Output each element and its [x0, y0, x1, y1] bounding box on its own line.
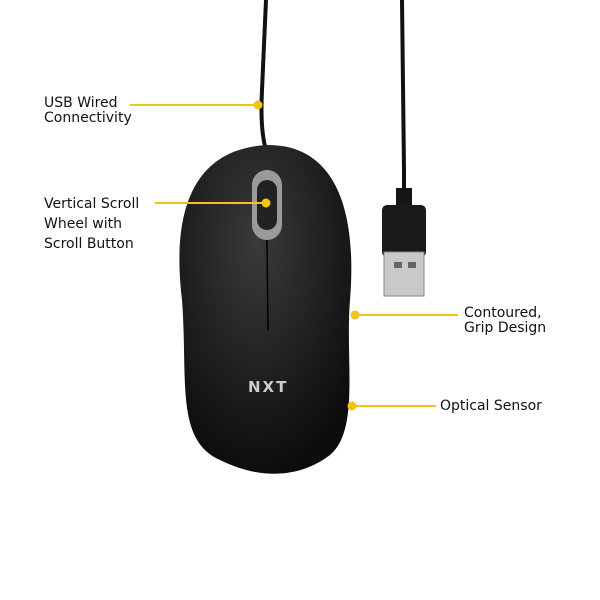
callout-text: Grip Design	[464, 320, 547, 336]
callout-text: Optical Sensor	[440, 398, 542, 414]
callout-lines	[130, 100, 458, 411]
callout-optical-sensor: Optical Sensor	[440, 397, 542, 415]
callout-text: Vertical Scroll	[44, 196, 140, 212]
callout-text: USB Wired	[44, 95, 118, 111]
callout-grip-design: Contoured, Grip Design	[464, 306, 546, 336]
callout-text: Scroll Button	[44, 236, 134, 252]
callout-usb-wired: USB Wired Connectivity	[44, 96, 132, 126]
usb-plug	[382, 188, 426, 297]
callout-text: Contoured,	[464, 305, 542, 321]
callout-scroll-wheel: Vertical Scroll Wheel with Scroll Button	[44, 194, 139, 254]
callout-text: Wheel with	[44, 216, 122, 232]
brand-logo: NXT	[248, 378, 289, 396]
callout-text: Connectivity	[44, 110, 132, 126]
mouse-body	[179, 145, 352, 474]
